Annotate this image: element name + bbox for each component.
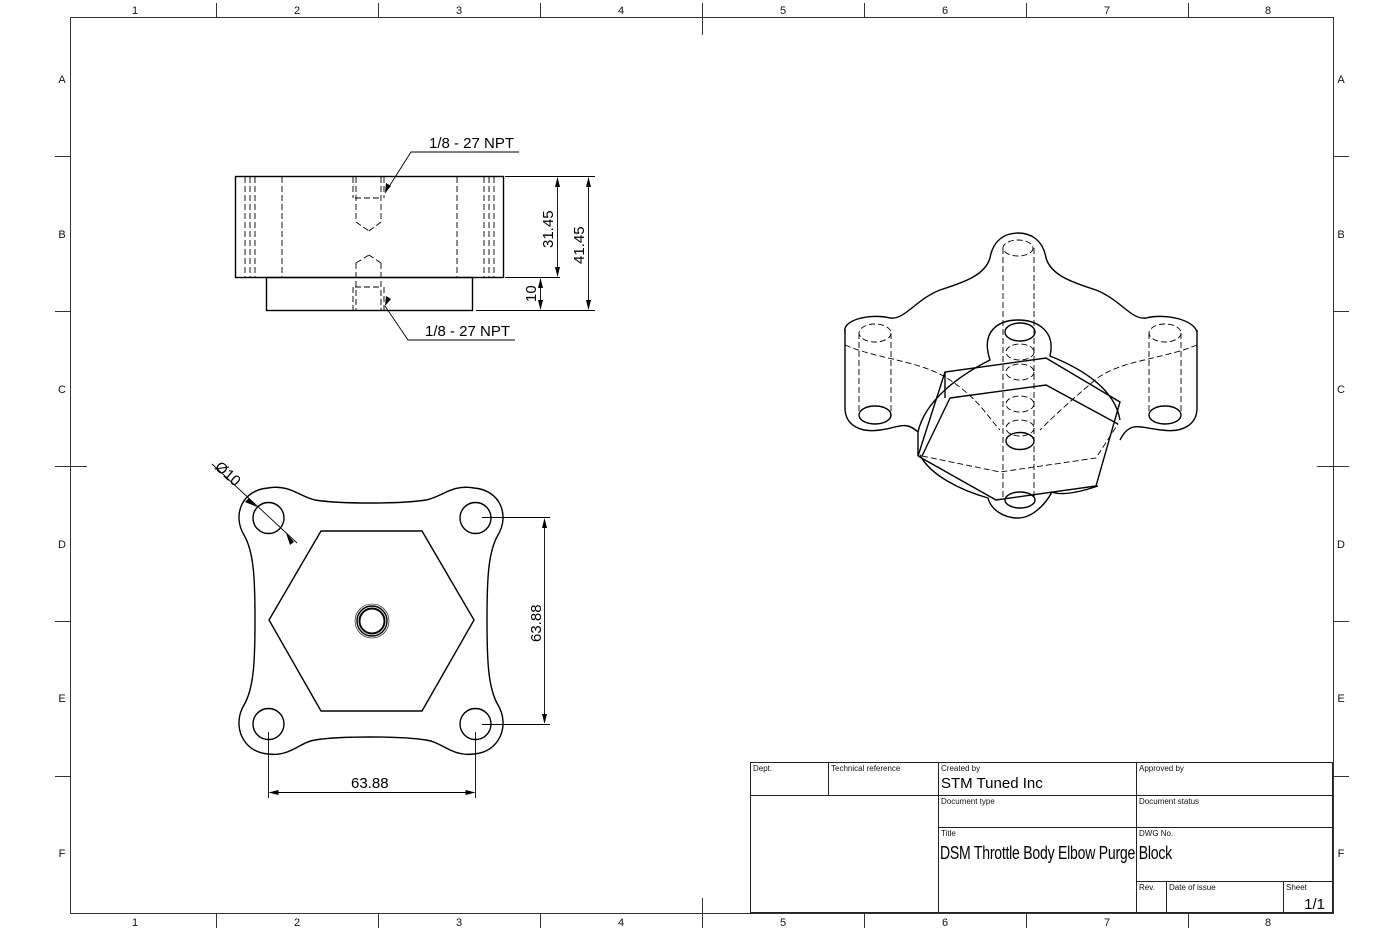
column-label-2-bottom: 2 — [293, 917, 301, 929]
column-label-4: 4 — [617, 5, 625, 17]
row-label-d: D — [58, 539, 66, 551]
dim-boss-height: 10 — [523, 285, 540, 302]
row-label-c: C — [58, 384, 66, 396]
created-by-cell: Created by STM Tuned Inc — [938, 762, 1136, 795]
title-cell: Title DSM Throttle Body Elbow Purge Bloc… — [938, 827, 1172, 913]
title-block-grid — [750, 762, 1333, 913]
date-of-issue-label: Date of issue — [1169, 883, 1216, 892]
approved-by-label: Approved by — [1139, 764, 1184, 773]
column-label-3: 3 — [455, 5, 463, 17]
date-of-issue-cell: Date of issue — [1166, 881, 1283, 913]
column-label-7-bottom: 7 — [1103, 917, 1111, 929]
title-label: Title — [941, 829, 956, 838]
document-type-label: Document type — [941, 797, 995, 806]
column-label-7: 7 — [1103, 5, 1111, 17]
rev-cell: Rev. — [1136, 881, 1166, 913]
created-by-label: Created by — [941, 764, 981, 773]
row-label-b-right: B — [1337, 229, 1345, 241]
technical-reference-label: Technical reference — [831, 764, 901, 773]
column-label-1-bottom: 1 — [131, 917, 139, 929]
column-label-4-bottom: 4 — [617, 917, 625, 929]
title-block: Dept. Technical reference Created by STM… — [750, 762, 1333, 913]
row-label-d-right: D — [1337, 539, 1345, 551]
column-label-5-bottom: 5 — [779, 917, 787, 929]
row-label-a: A — [58, 74, 66, 86]
column-label-2: 2 — [293, 5, 301, 17]
thread-note-top: 1/8 - 27 NPT — [429, 135, 514, 152]
column-label-6: 6 — [941, 5, 949, 17]
column-label-5: 5 — [779, 5, 787, 17]
row-label-a-right: A — [1337, 74, 1345, 86]
dwg-no-cell: DWG No. — [1136, 827, 1333, 881]
created-by-value: STM Tuned Inc — [941, 775, 1043, 792]
drawing-title: DSM Throttle Body Elbow Purge Block — [940, 843, 1172, 863]
sheet-cell: Sheet 1/1 — [1283, 881, 1333, 913]
sheet-label: Sheet — [1286, 883, 1307, 892]
row-label-e-right: E — [1337, 693, 1345, 705]
dept-label: Dept. — [753, 764, 773, 773]
dim-hole-spacing-horizontal: 63.88 — [351, 775, 389, 792]
thread-note-bottom: 1/8 - 27 NPT — [425, 323, 510, 340]
document-status-label: Document status — [1139, 797, 1200, 806]
dim-total-height: 41.45 — [571, 226, 588, 264]
column-label-3-bottom: 3 — [455, 917, 463, 929]
row-label-b: B — [58, 229, 66, 241]
dept-cell: Dept. — [750, 762, 828, 795]
row-label-f: F — [58, 848, 66, 860]
sheet-value: 1/1 — [1304, 896, 1325, 913]
rev-label: Rev. — [1139, 883, 1155, 892]
row-label-c-right: C — [1337, 384, 1345, 396]
row-label-f-right: F — [1337, 848, 1345, 860]
dim-hole-spacing-vertical: 63.88 — [528, 604, 545, 642]
dwg-no-label: DWG No. — [1139, 829, 1174, 838]
technical-reference-cell: Technical reference — [828, 762, 938, 795]
document-type-cell: Document type — [938, 795, 1136, 827]
document-status-cell: Document status — [1136, 795, 1333, 827]
column-label-8-bottom: 8 — [1264, 917, 1272, 929]
column-label-1: 1 — [131, 5, 139, 17]
row-label-e: E — [58, 693, 66, 705]
dim-body-height: 31.45 — [540, 210, 557, 248]
column-label-6-bottom: 6 — [941, 917, 949, 929]
approved-by-cell: Approved by — [1136, 762, 1333, 795]
column-label-8: 8 — [1264, 5, 1272, 17]
